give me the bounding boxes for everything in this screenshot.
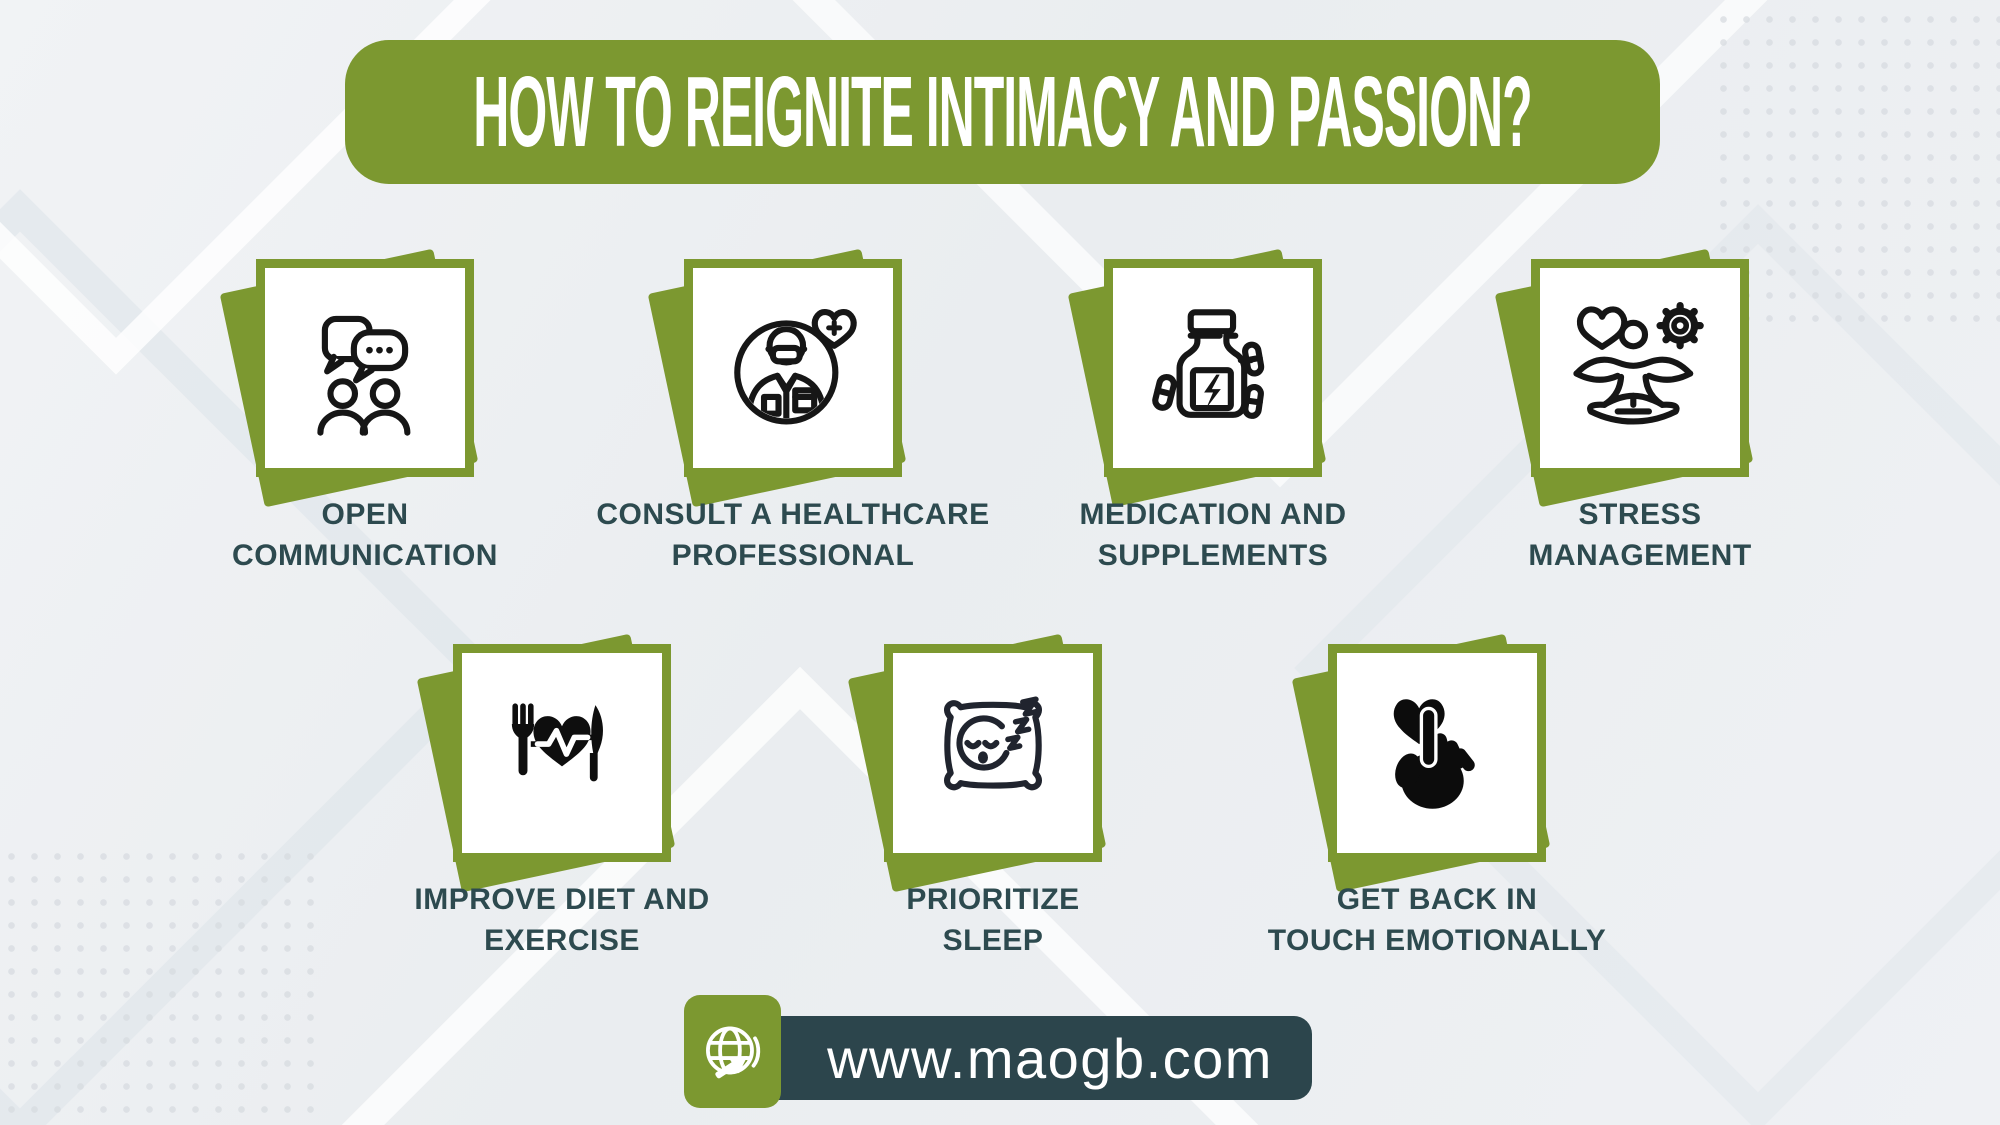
page-title: HOW TO REIGNITE INTIMACY AND PASSION? xyxy=(473,55,1532,168)
card-improve-diet-exercise xyxy=(416,633,676,893)
label-get-back-in-touch: GET BACK IN TOUCH EMOTIONALLY xyxy=(1267,883,1607,957)
chat-people-icon xyxy=(317,315,411,436)
label-medication-supplements: MEDICATION AND SUPPLEMENTS xyxy=(1079,498,1347,572)
doctor-icon xyxy=(734,309,857,425)
hand-heart-icon xyxy=(1393,699,1475,809)
card-get-back-in-touch xyxy=(1291,633,1551,893)
website-url[interactable]: www.maogb.com xyxy=(827,1026,1273,1090)
globe-tab xyxy=(684,995,781,1108)
label-improve-diet-exercise: IMPROVE DIET AND EXERCISE xyxy=(414,883,710,957)
card-stress-management xyxy=(1494,248,1754,508)
halftone-dots-top-right xyxy=(1712,8,2000,338)
card-prioritize-sleep xyxy=(847,633,1107,893)
label-open-communication: OPEN COMMUNICATION xyxy=(232,498,498,572)
card-consult-healthcare xyxy=(647,248,907,508)
sleep-pillow-icon xyxy=(944,696,1042,791)
label-consult-healthcare: CONSULT A HEALTHCARE PROFESSIONAL xyxy=(596,498,990,572)
website-url-bar[interactable]: www.maogb.com xyxy=(718,1016,1312,1100)
label-prioritize-sleep: PRIORITIZE SLEEP xyxy=(906,883,1080,957)
title-banner: HOW TO REIGNITE INTIMACY AND PASSION? xyxy=(345,40,1660,184)
pill-bottle-icon xyxy=(1152,309,1265,419)
card-medication-supplements xyxy=(1067,248,1327,508)
meditation-icon xyxy=(1573,301,1704,425)
globe-icon xyxy=(705,1026,760,1078)
heart-cutlery-icon xyxy=(511,703,603,782)
label-stress-management: STRESS MANAGEMENT xyxy=(1528,498,1752,572)
card-open-communication xyxy=(219,248,479,508)
halftone-dots-bottom-left xyxy=(0,845,318,1125)
